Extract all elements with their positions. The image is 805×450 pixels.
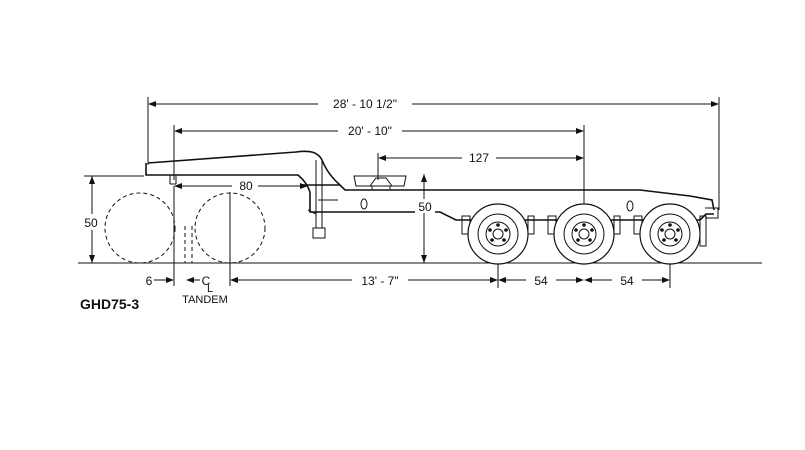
deck-height-dimension: 50 (415, 174, 435, 263)
overall-length-label: 28' - 10 1/2" (333, 97, 397, 111)
tractor-tandem (104, 186, 266, 286)
axle-distance-dimension: 13' - 7" (230, 236, 499, 288)
kingpin-setting-dimension: 80 (174, 179, 308, 193)
deck-length-dimension: 20' - 10" (173, 124, 585, 263)
offset-label: 6 (146, 274, 153, 288)
overall-length-dimension: 28' - 10 1/2" (147, 97, 720, 210)
trailer-axle-3 (633, 203, 707, 265)
tandem-label: TANDEM (182, 294, 228, 306)
model-name: GHD75-3 (80, 296, 139, 312)
deck-length-label: 20' - 10" (348, 124, 392, 138)
landing-gear (307, 160, 326, 239)
trailer-axle-1 (461, 203, 535, 265)
axle-spacing-1-label: 54 (534, 274, 548, 288)
axle-spacing-2-label: 54 (620, 274, 634, 288)
centerline-l: L (207, 283, 213, 295)
swing-clearance-dimension: 50 (80, 175, 144, 263)
fifth-wheel-plate (353, 175, 407, 190)
deck-height-label: 50 (418, 200, 432, 214)
axle-spacing-1-dimension: 54 (498, 274, 584, 288)
swing-clearance-label: 50 (84, 216, 98, 230)
centerline-c: C (202, 274, 211, 288)
offset-dimension: 6 (146, 274, 200, 288)
gooseneck (145, 150, 341, 193)
fifth-wheel-dimension: 127 (377, 151, 584, 180)
kingpin-setting-label: 80 (239, 179, 253, 193)
trailer-axle-2 (547, 203, 621, 265)
axle-distance-label: 13' - 7" (361, 274, 398, 288)
fifth-wheel-label: 127 (469, 151, 489, 165)
tandem-centerline-marker: C L TANDEM (182, 274, 228, 306)
